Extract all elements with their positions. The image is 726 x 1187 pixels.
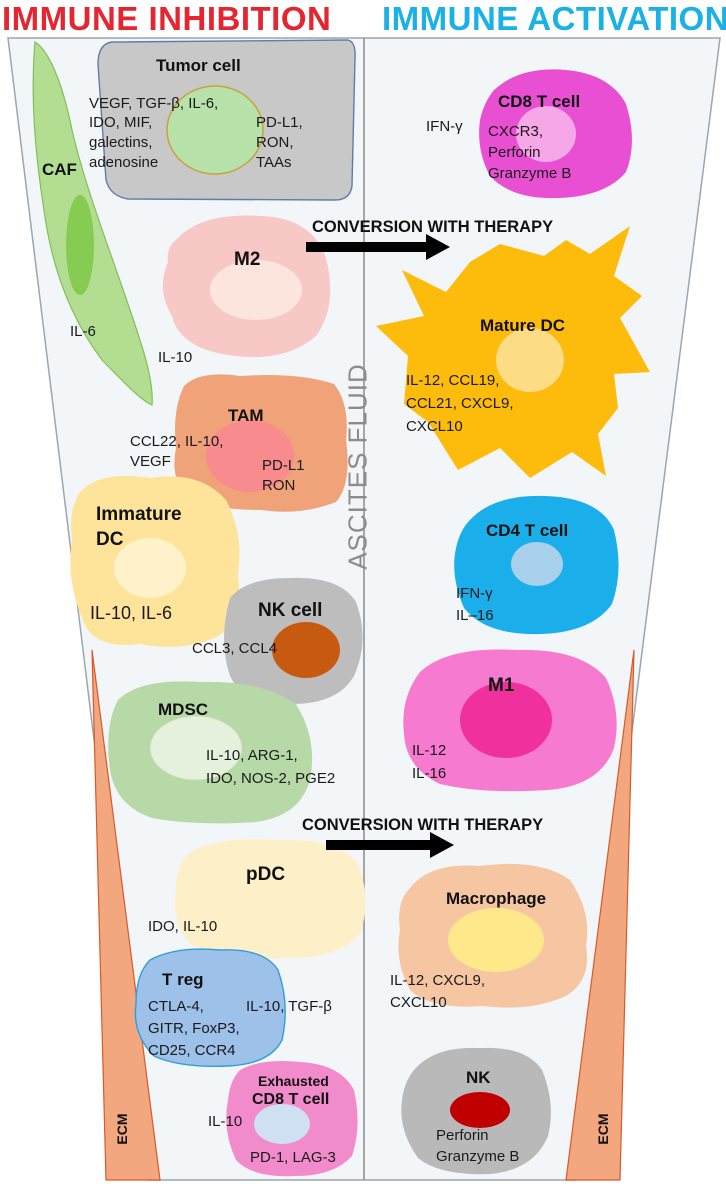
- exhausted-cd8-nucleus: [254, 1104, 310, 1144]
- macrophage-factors-1: IL-12, CXCL9,: [390, 972, 486, 989]
- caf-factors: IL-6: [70, 323, 96, 340]
- cd8-t-cell-surface-2: Perforin: [488, 144, 541, 161]
- activation-heading: IMMUNE ACTIVATION: [382, 0, 726, 37]
- immature-dc-name-2: DC: [96, 529, 124, 550]
- mdsc-factors-2: IDO, NOS-2, PGE2: [206, 770, 336, 787]
- caf-nucleus: [66, 195, 94, 295]
- pdc-cell: [174, 839, 366, 959]
- cd8-t-cell-surface-3: Granzyme B: [488, 165, 572, 182]
- m1-factors-1: IL-12: [412, 742, 447, 759]
- nk-active-factors-2: Granzyme B: [436, 1148, 520, 1165]
- treg-surface-3: CD25, CCR4: [148, 1042, 236, 1059]
- exhausted-cd8-name-1: Exhausted: [258, 1073, 329, 1089]
- caf-cell: [32, 40, 153, 406]
- treg-name: T reg: [162, 970, 204, 989]
- macrophage-factors-2: CXCL10: [390, 994, 447, 1011]
- conversion-arrow-bottom: [326, 832, 454, 858]
- cd4-t-cell-nucleus: [511, 542, 563, 586]
- exhausted-cd8-name-2: CD8 T cell: [252, 1091, 330, 1108]
- caf-name: CAF: [42, 160, 77, 179]
- mature-dc-factors-2: CCL21, CXCL9,: [406, 395, 514, 412]
- tam-surface-1: PD-L1: [262, 457, 305, 474]
- m2-nucleus: [210, 260, 302, 320]
- tam-secreted-2: VEGF: [130, 453, 171, 470]
- nk-active-factors-1: Perforin: [436, 1127, 489, 1144]
- pdc-factors: IDO, IL-10: [148, 918, 218, 935]
- nk-cell-name: NK cell: [258, 600, 323, 621]
- cd8-t-cell-nucleus: [516, 106, 576, 162]
- cd4-t-cell-factors-1: IFN-γ: [456, 585, 493, 602]
- macrophage-name: Macrophage: [446, 889, 547, 908]
- inhibition-heading: IMMUNE INHIBITION: [2, 0, 332, 37]
- tumor-secreted-1: VEGF, TGF-β, IL-6,: [89, 95, 219, 112]
- treg-surface-1: CTLA-4,: [148, 998, 204, 1015]
- m2-factors: IL-10: [158, 349, 193, 366]
- mdsc-name: MDSC: [158, 700, 209, 719]
- mdsc-factors-1: IL-10, ARG-1,: [206, 747, 298, 764]
- tumor-secreted-4: adenosine: [89, 154, 159, 171]
- mdsc-nucleus: [149, 715, 243, 781]
- m1-nucleus: [460, 682, 552, 758]
- immature-dc-name-1: Immature: [96, 504, 182, 525]
- tumor-surface-3: TAAs: [256, 154, 292, 171]
- ecm-label-right: ECM: [595, 1113, 611, 1145]
- exhausted-cd8-secreted: IL-10: [208, 1113, 243, 1130]
- tumor-secreted-2: IDO, MIF,: [89, 114, 153, 131]
- tam-name: TAM: [228, 406, 264, 425]
- cd4-t-cell-factors-2: IL–16: [456, 607, 494, 624]
- tam-nucleus: [206, 420, 294, 492]
- nk-active-name: NK: [466, 1068, 491, 1087]
- m1-factors-2: IL-16: [412, 765, 447, 782]
- immature-dc-factors: IL-10, IL-6: [90, 603, 173, 623]
- nk-cell-factors: CCL3, CCL4: [192, 640, 278, 657]
- exhausted-cd8-surface: PD-1, LAG-3: [250, 1149, 336, 1166]
- treg-surface-2: GITR, FoxP3,: [148, 1020, 240, 1037]
- nk-active-nucleus: [450, 1092, 510, 1128]
- immature-dc-nucleus: [114, 538, 186, 598]
- cd8-t-cell-surface-1: CXCR3,: [488, 123, 544, 140]
- mature-dc-nucleus: [496, 328, 564, 392]
- treg-cell: [134, 948, 286, 1067]
- tumor-secreted-3: galectins,: [89, 134, 153, 151]
- conversion-arrow-top: [306, 234, 450, 260]
- tumor-nucleus: [166, 85, 264, 175]
- tam-surface-2: RON: [262, 477, 296, 494]
- nk-cell-nucleus: [272, 622, 340, 678]
- mature-dc-name: Mature DC: [480, 316, 566, 335]
- cd8-t-cell-name: CD8 T cell: [498, 92, 581, 111]
- macrophage-nucleus: [448, 908, 544, 972]
- m2-name: M2: [234, 249, 261, 270]
- tumor-cell-name: Tumor cell: [156, 56, 241, 75]
- conversion-label-top: CONVERSION WITH THERAPY: [312, 218, 554, 236]
- cd8-t-cell-secreted: IFN-γ: [426, 118, 463, 135]
- pdc-name: pDC: [246, 864, 286, 885]
- mature-dc-factors-3: CXCL10: [406, 418, 463, 435]
- cd4-t-cell-name: CD4 T cell: [486, 521, 569, 540]
- tam-secreted-1: CCL22, IL-10,: [130, 433, 224, 450]
- ecm-strip-left: [91, 649, 161, 1181]
- mature-dc-factors-1: IL-12, CCL19,: [406, 372, 500, 389]
- ascites-fluid-label: ASCITES FLUID: [342, 363, 373, 570]
- ecm-label-left: ECM: [114, 1113, 130, 1145]
- tumor-surface-1: PD-L1,: [256, 114, 303, 131]
- ecm-strip-right: [565, 649, 635, 1181]
- treg-secreted: IL-10, TGF-β: [246, 998, 332, 1015]
- m1-name: M1: [488, 675, 515, 696]
- tumor-surface-2: RON,: [256, 134, 294, 151]
- conversion-label-bottom: CONVERSION WITH THERAPY: [302, 816, 544, 834]
